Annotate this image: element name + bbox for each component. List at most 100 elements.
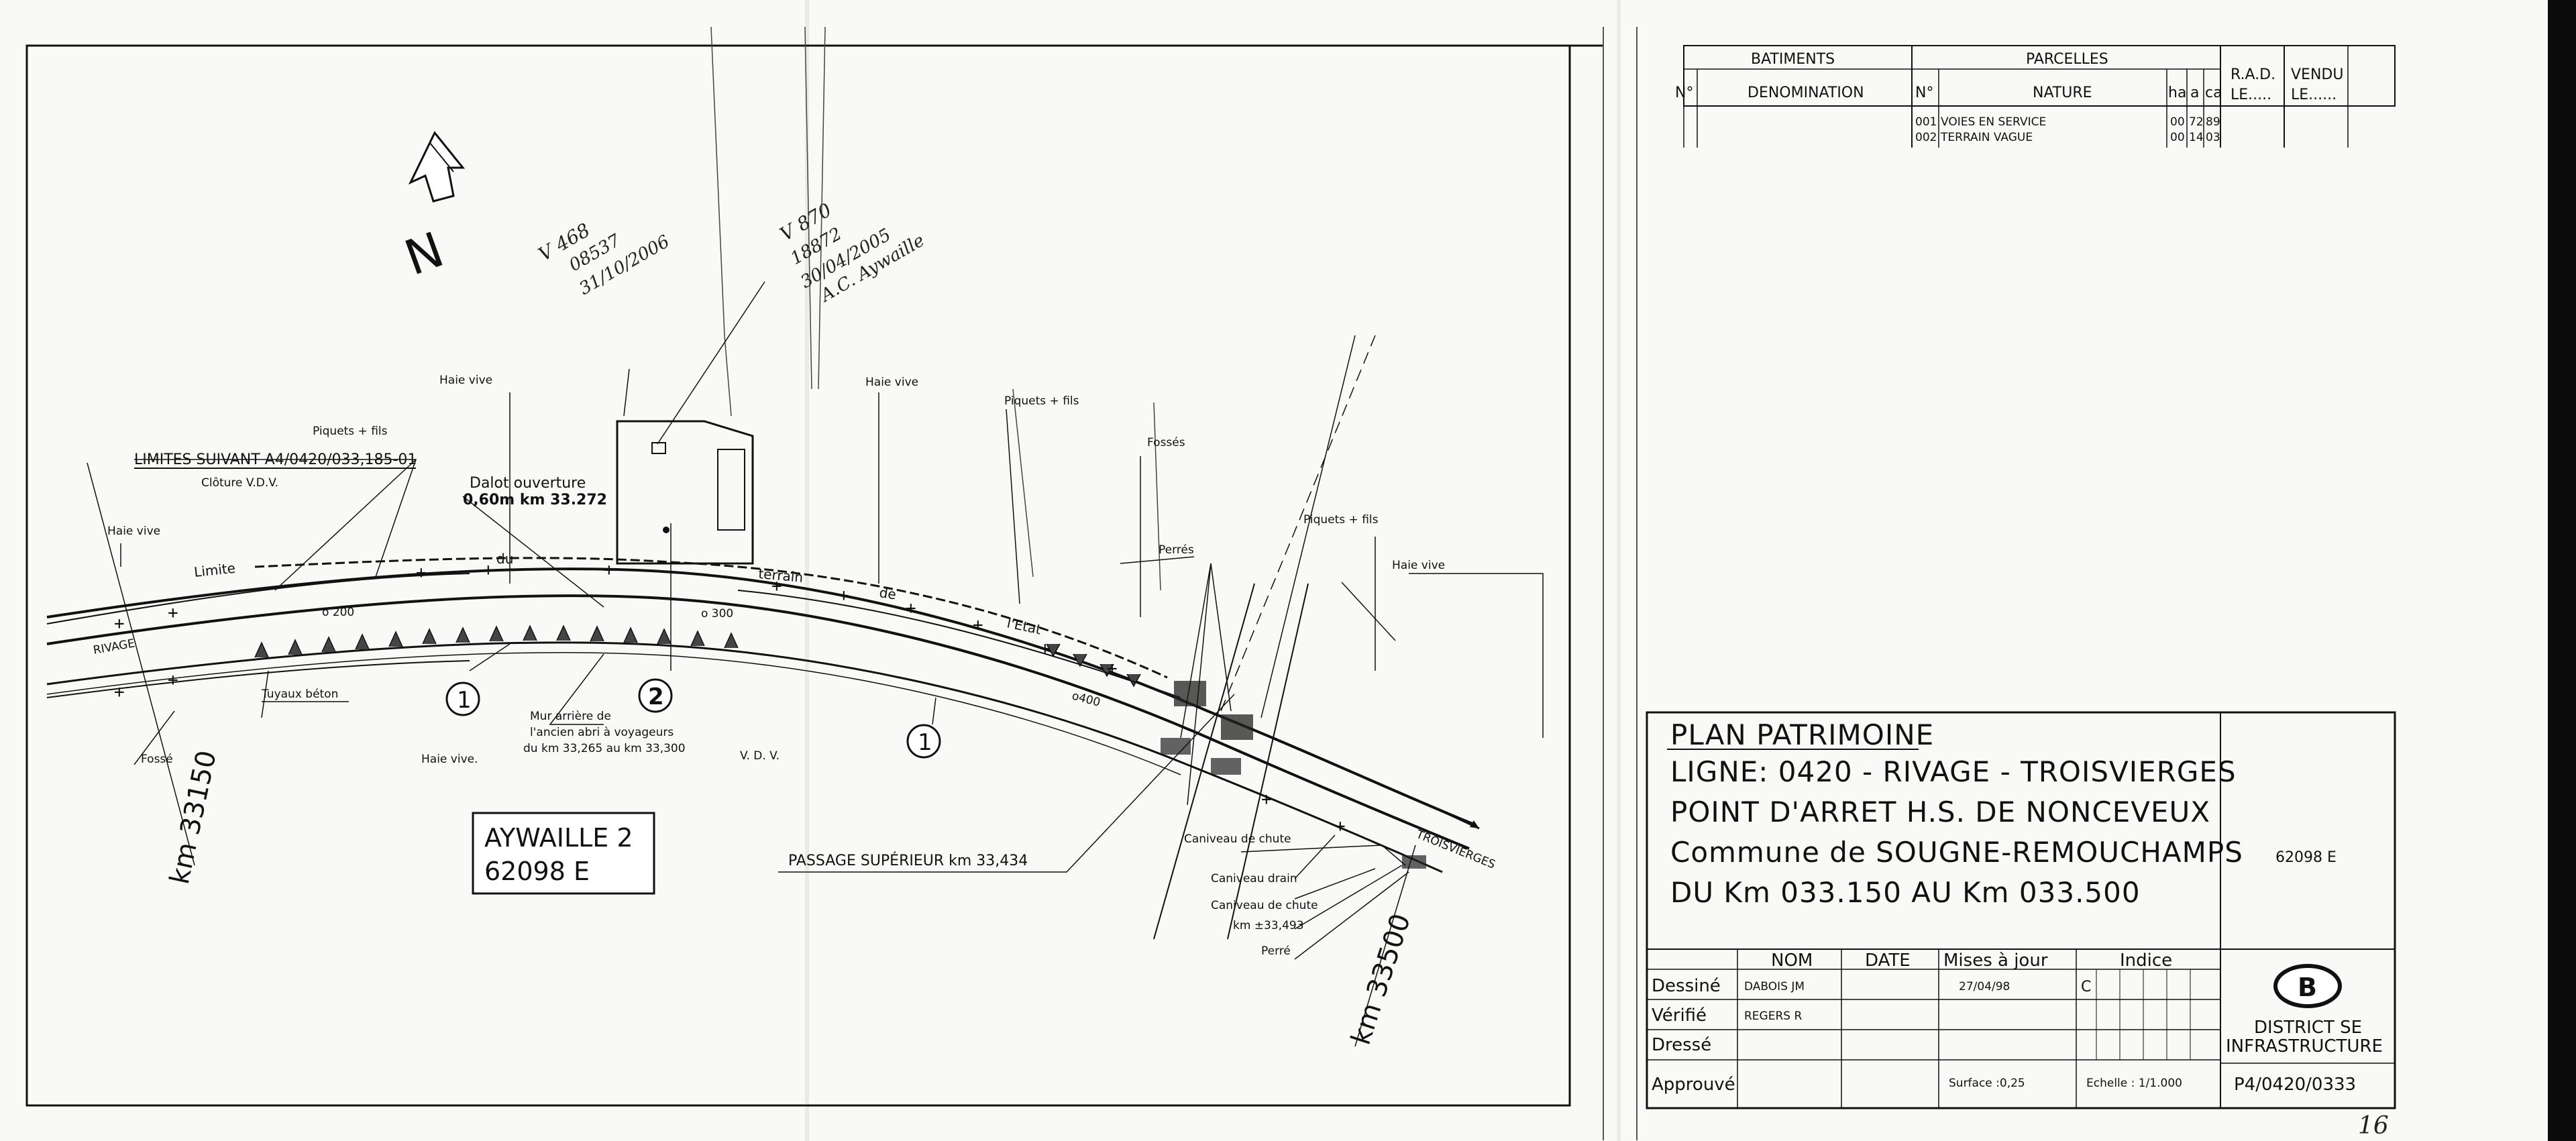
limits-label: LIMITES SUIVANT A4/0420/033,185-01 — [134, 451, 417, 468]
abutments — [1161, 681, 1426, 869]
leader-lines — [87, 281, 1544, 1047]
perres-label: Perrés — [1159, 543, 1194, 557]
de-label: de — [878, 584, 897, 602]
map-frame — [25, 44, 1571, 1107]
svg-text:+: + — [114, 614, 125, 634]
svg-text:+: + — [168, 670, 178, 690]
svg-text:002: 002 — [1915, 131, 1937, 144]
svg-text:89: 89 — [2206, 115, 2220, 129]
cloture-label: Clôture V.D.V. — [201, 476, 278, 490]
sncb-logo-icon — [2273, 964, 2342, 1008]
page-number: 16 — [2358, 1112, 2389, 1140]
svg-text:+: + — [771, 576, 782, 596]
railway-tracks — [46, 557, 1477, 873]
title-line-1: PLAN PATRIMOINE — [1670, 718, 1934, 751]
svg-text:+: + — [973, 615, 983, 635]
perre-label: Perré — [1261, 944, 1291, 958]
district-line-1: DISTRICT SE — [2254, 1018, 2362, 1038]
marker-1 — [445, 682, 480, 716]
north-letter: N — [398, 221, 451, 286]
svg-text:+: + — [604, 560, 614, 580]
haie-label-2: Haie vive — [865, 376, 918, 389]
overpass-road — [1153, 335, 1376, 940]
sheet-ref-box — [472, 812, 655, 895]
svg-text:00: 00 — [2170, 115, 2185, 129]
etat-label: l'Etat — [1006, 614, 1043, 637]
svg-text:001: 001 — [1915, 115, 1937, 129]
svg-text:03: 03 — [2206, 131, 2220, 144]
svg-text:+: + — [1261, 790, 1272, 810]
title-code: 62098 E — [2275, 849, 2337, 866]
mur-label-3: du km 33,265 au km 33,300 — [523, 742, 686, 755]
table-col-vendu-le: LE...... — [2291, 87, 2337, 103]
plan-ref: P4/0420/0333 — [2234, 1075, 2356, 1095]
tb-col-nom: NOM — [1771, 950, 1813, 971]
tb-role-dessine: Dessiné — [1652, 976, 1721, 996]
caniveau-chute-label-1: Caniveau de chute — [1184, 832, 1291, 846]
haie-label-4: Haie vive — [1392, 559, 1445, 572]
caniveau-drain-label: Caniveau drain — [1211, 872, 1297, 885]
svg-text:+: + — [906, 598, 916, 618]
svg-text:72: 72 — [2189, 115, 2204, 129]
table-head-parcelles: PARCELLES — [2026, 51, 2108, 68]
tb-name-dessine: DABOIS JM — [1744, 980, 1805, 993]
logo-letter: B — [2298, 973, 2317, 1002]
vdv-label: V. D. V. — [740, 749, 780, 763]
tb-col-date: DATE — [1865, 950, 1911, 971]
tb-col-indice: Indice — [2120, 950, 2172, 971]
piquets-label-3: Piquets + fils — [1303, 513, 1379, 527]
table-col-ca: ca — [2205, 85, 2222, 101]
title-block-frame — [1646, 711, 2396, 1109]
marker-2 — [638, 678, 673, 713]
du-label: du — [496, 551, 513, 567]
building-outline — [616, 420, 754, 565]
sheet-fold — [1617, 0, 1621, 1141]
tuyaux-label: Tuyaux béton — [261, 688, 338, 701]
district-line-2: INFRASTRUCTURE — [2226, 1036, 2383, 1056]
north-arrow-icon — [408, 131, 466, 203]
svg-text:+: + — [1107, 659, 1118, 679]
svg-text:14: 14 — [2189, 131, 2204, 144]
marker-3 — [906, 724, 941, 759]
table-row: 001 VOIES EN SERVICE 00 72 89 — [1915, 115, 2220, 129]
svg-text:+: + — [416, 563, 427, 583]
table-col-no: N° — [1675, 85, 1693, 101]
tb-role-verifie: Vérifié — [1652, 1006, 1707, 1026]
table-col-a: a — [2190, 85, 2199, 101]
tb-surface: Surface :0,25 — [1949, 1077, 2025, 1090]
tb-indice-value: C — [2081, 979, 2091, 995]
svg-text:+: + — [483, 560, 494, 580]
sheet-ref-name: AYWAILLE 2 — [484, 823, 633, 853]
dalot-label-2: 0,60m km 33.272 — [463, 492, 607, 508]
fence-crosses: +++ +++ +++ +++ +++ — [114, 560, 1346, 836]
property-lines — [710, 26, 1161, 591]
tb-update-date: 27/04/98 — [1959, 980, 2010, 993]
sheet-fold — [805, 0, 809, 1141]
embankment-hatching — [254, 624, 1141, 688]
svg-text:TERRAIN VAGUE: TERRAIN VAGUE — [1940, 131, 2033, 144]
caniveau-chute-label-2: Caniveau de chute — [1211, 899, 1318, 912]
terrain-label: terrain — [758, 565, 804, 586]
table-row: 002 TERRAIN VAGUE 00 14 03 — [1915, 131, 2220, 144]
haie-label-1: Haie vive — [439, 374, 492, 387]
passage-label: PASSAGE SUPÉRIEUR km 33,434 — [788, 852, 1028, 869]
svg-text:+: + — [1040, 639, 1051, 659]
table-col-no-2: N° — [1915, 85, 1933, 101]
mur-label-1: Mur arrière de — [530, 710, 611, 723]
table-col-nature: NATURE — [2033, 85, 2092, 101]
table-col-rad-le: LE..... — [2231, 87, 2271, 103]
svg-text:+: + — [114, 682, 125, 702]
boundary-fence — [46, 573, 1181, 698]
tb-name-verifie: REGERS R — [1744, 1010, 1802, 1023]
table-col-denomination: DENOMINATION — [1748, 85, 1864, 101]
haie-label-3: Haie vive — [107, 525, 160, 538]
dalot-label-1: Dalot ouverture — [470, 475, 586, 492]
tb-col-mises: Mises à jour — [1943, 950, 2048, 971]
fosses-label: Fossés — [1147, 436, 1185, 449]
km-493-label: km ±33,493 — [1233, 919, 1304, 932]
svg-text:+: + — [1335, 816, 1346, 836]
tb-echelle: Echelle : 1/1.000 — [2086, 1077, 2182, 1090]
table-col-ha: ha — [2168, 85, 2186, 101]
fosse-label: Fossé — [141, 753, 173, 766]
